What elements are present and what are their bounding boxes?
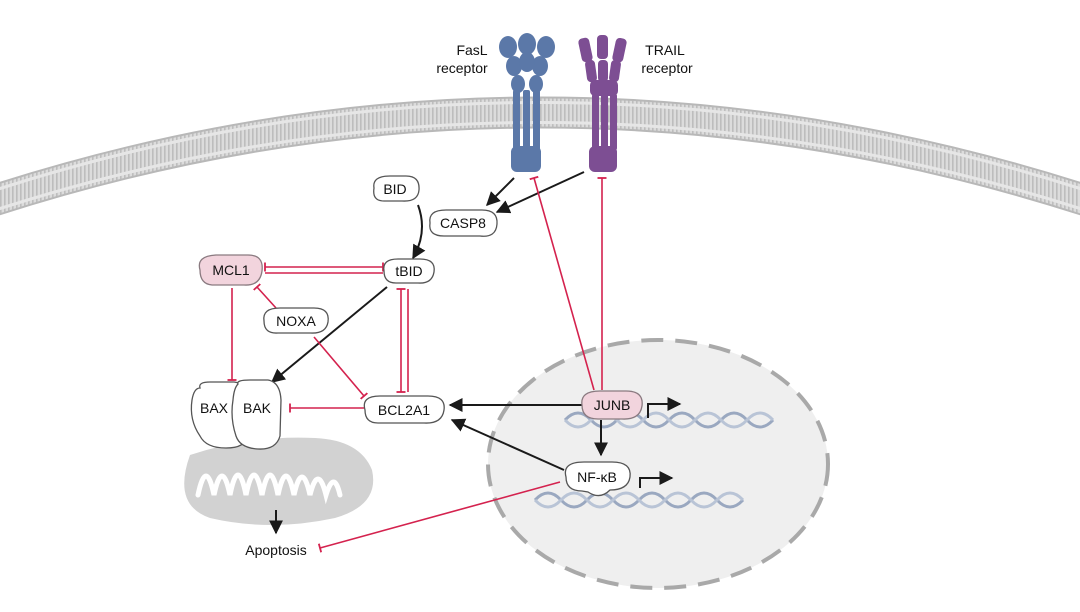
noxa-label: NOXA — [276, 313, 316, 329]
arrow-trail-to-casp8 — [495, 171, 585, 214]
inhibition-lines — [227, 175, 607, 553]
junb-label: JUNB — [594, 397, 631, 413]
activation-arrows — [269, 171, 608, 535]
inhibit-junb-fasl — [529, 175, 595, 391]
nfkb-label: NF-κB — [577, 469, 617, 485]
fasl-receptor-label-line1: FasL — [456, 42, 487, 58]
arrow-nfkb-to-bcl2a1 — [450, 418, 565, 471]
fasl-receptor-label-line2: receptor — [436, 60, 488, 76]
bax-label: BAX — [200, 400, 229, 416]
inhibit-nfkb-apoptosis — [317, 481, 561, 553]
bid-label: BID — [383, 181, 406, 197]
tbid-node: tBID — [383, 258, 435, 284]
nucleus — [486, 338, 830, 590]
tbid-label: tBID — [395, 263, 422, 279]
bak-label: BAK — [243, 400, 272, 416]
fasl-receptor — [499, 33, 555, 172]
bcl2a1-node: BCL2A1 — [363, 395, 445, 424]
nfkb-node: NF-κB — [564, 461, 631, 497]
junb-node: JUNB — [581, 390, 643, 420]
inhibit-noxa-mcl1 — [253, 283, 277, 309]
bid-node: BID — [373, 175, 420, 202]
trail-receptor — [578, 35, 627, 172]
trail-receptor-label-line1: TRAIL — [645, 42, 685, 58]
casp8-node: CASP8 — [429, 209, 498, 237]
inhibit-noxa-bcl2a1 — [313, 336, 369, 400]
arrow-tbid-to-bak — [270, 286, 388, 383]
bak-node: BAK — [231, 379, 282, 450]
arrow-fasl-to-casp8 — [486, 177, 515, 206]
arrow-bid-to-tbid — [412, 204, 426, 260]
apoptosis-label: Apoptosis — [245, 542, 306, 558]
trail-receptor-label-line2: receptor — [641, 60, 693, 76]
casp8-label: CASP8 — [440, 215, 486, 231]
mcl1-node: MCL1 — [198, 254, 263, 286]
noxa-node: NOXA — [263, 307, 329, 334]
transcription-arrow-junb — [647, 397, 682, 418]
mitochondrion — [184, 437, 374, 525]
bcl2a1-label: BCL2A1 — [378, 402, 430, 418]
mcl1-label: MCL1 — [212, 262, 250, 278]
transcription-arrow-nfkb — [639, 471, 674, 488]
bax-node: BAX — [190, 381, 247, 449]
dna-helix-nfkb — [533, 491, 745, 509]
